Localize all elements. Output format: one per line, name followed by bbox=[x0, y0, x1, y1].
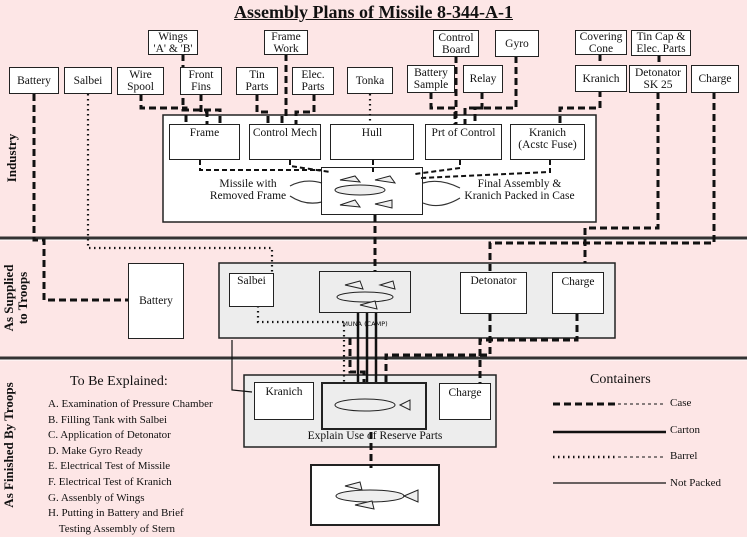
part-control-board: Control Board bbox=[433, 30, 479, 57]
list-item: B. Filling Tank with Salbei bbox=[48, 413, 168, 426]
legend-case: Case bbox=[670, 397, 692, 409]
part-tin-parts: Tin Parts bbox=[236, 67, 278, 95]
supplied-detonator: Detonator bbox=[460, 272, 527, 314]
section-supplied: As Supplied to Troops bbox=[1, 264, 30, 332]
finished-kranich: Kranich bbox=[254, 382, 314, 420]
part-tin-cap: Tin Cap & Elec. Parts bbox=[631, 30, 691, 56]
explain-list: A. Examination of Pressure Chamber B. Fi… bbox=[48, 397, 213, 537]
carton-lines bbox=[356, 313, 378, 382]
industry-arrows bbox=[199, 160, 551, 179]
list-item: F. Electrical Test of Kranich bbox=[48, 475, 172, 488]
part-battery-sample: Battery Sample bbox=[407, 65, 455, 93]
section-finished: As Finished By Troops bbox=[1, 382, 16, 508]
legend-heading: Containers bbox=[590, 372, 651, 387]
notpacked-lines bbox=[231, 340, 253, 393]
part-detonator-sk25: Detonator SK 25 bbox=[629, 65, 687, 93]
legend-not-packed: Not Packed bbox=[670, 477, 722, 489]
part-gyro: Gyro bbox=[495, 30, 539, 57]
industry-frame: Frame bbox=[169, 124, 240, 160]
industry-final-assembly bbox=[321, 167, 423, 215]
legend-barrel: Barrel bbox=[670, 450, 698, 462]
explain-heading: To Be Explained: bbox=[70, 374, 168, 389]
barrel-lines bbox=[86, 94, 372, 382]
list-item: Testing Assembly of Stern bbox=[48, 522, 176, 535]
label-missile-removed: Missile with Removed Frame bbox=[209, 178, 287, 202]
part-tonka: Tonka bbox=[347, 67, 393, 94]
supplied-charge: Charge bbox=[552, 272, 604, 314]
list-item: G. Assenbly of Wings bbox=[48, 491, 145, 504]
legend-lines bbox=[553, 402, 666, 484]
part-elec-parts: Elec. Parts bbox=[292, 67, 334, 95]
supplied-battery: Battery bbox=[128, 263, 184, 339]
finished-missile bbox=[321, 382, 427, 430]
list-item: E. Electrical Test of Missile bbox=[48, 460, 171, 473]
part-wire-spool: Wire Spool bbox=[117, 67, 164, 95]
finished-charge: Charge bbox=[439, 383, 491, 420]
part-front-fins: Front Fins bbox=[180, 67, 222, 95]
part-salbei: Salbei bbox=[64, 67, 112, 94]
legend-carton: Carton bbox=[670, 424, 700, 436]
part-kranich: Kranich bbox=[575, 65, 627, 92]
supplied-missile bbox=[319, 271, 411, 313]
part-frame-work: Frame Work bbox=[264, 30, 308, 55]
supplied-panel bbox=[218, 262, 616, 339]
list-item: C. Application of Detonator bbox=[48, 429, 171, 442]
label-muna: MUNA (CAMP) bbox=[342, 320, 388, 328]
page-title: Assembly Plans of Missile 8-344-A-1 bbox=[234, 2, 513, 22]
industry-hull: Hull bbox=[330, 124, 414, 160]
list-item: D. Make Gyro Ready bbox=[48, 444, 143, 457]
part-charge: Charge bbox=[691, 65, 739, 93]
part-wings: Wings 'A' & 'B' bbox=[148, 30, 198, 55]
industry-control-mech: Control Mech bbox=[249, 124, 321, 160]
section-industry: Industry bbox=[4, 133, 19, 183]
supplied-salbei: Salbei bbox=[229, 273, 274, 307]
curved-arrows bbox=[289, 180, 461, 207]
list-item: H. Putting in Battery and Brief bbox=[48, 507, 184, 520]
industry-prt-control: Prt of Control bbox=[425, 124, 502, 160]
part-battery: Battery bbox=[9, 67, 59, 94]
industry-kranich-fuse: Kranich (Acstc Fuse) bbox=[510, 124, 585, 160]
part-covering-cone: Covering Cone bbox=[575, 30, 627, 55]
part-relay: Relay bbox=[463, 65, 503, 93]
label-explain-reserve: Explain Use of Reserve Parts bbox=[307, 430, 443, 442]
list-item: A. Examination of Pressure Chamber bbox=[48, 398, 213, 410]
label-final-assembly: Final Assembly & Kranich Packed in Case bbox=[464, 178, 575, 202]
